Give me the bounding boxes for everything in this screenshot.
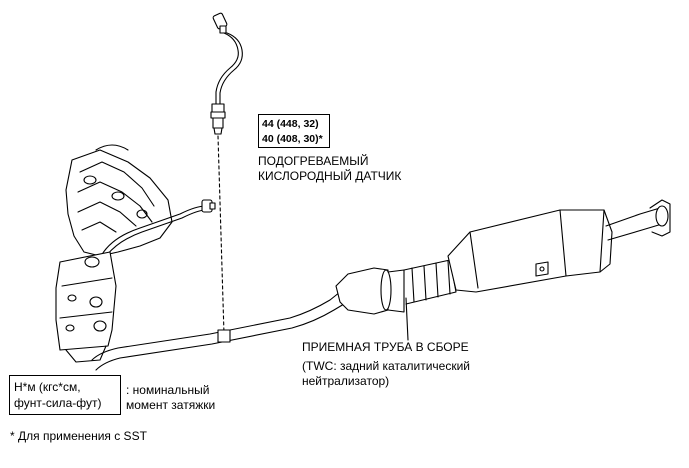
pipe-label: ПРИЕМНАЯ ТРУБА В СБОРЕ (TWC: задний ката… (302, 340, 470, 389)
pipe-label-line-1: ПРИЕМНАЯ ТРУБА В СБОРЕ (302, 340, 469, 354)
legend-unit-line-1: Н*м (кгс*см, (14, 380, 81, 394)
torque-value-1: 44 (448, 32) (262, 118, 319, 130)
torque-unit-legend: Н*м (кгс*см, фунт-сила-фут) (9, 375, 121, 415)
legend-desc-line-1: : номинальный (126, 383, 210, 397)
pipe-leader-line (405, 297, 409, 341)
legend-desc-line-2: момент затяжки (126, 398, 216, 412)
alignment-dashed-line (217, 135, 225, 335)
sensor-label: ПОДОГРЕВАЕМЫЙ КИСЛОРОДНЫЙ ДАТЧИК (258, 154, 401, 184)
rear-catalytic-converter (335, 259, 457, 315)
pipe-label-line-2: (TWC: задний каталитический (302, 359, 470, 373)
exhaust-manifold (65, 144, 173, 257)
pipe-label-line-3: нейтрализатор) (302, 374, 390, 388)
sensor-label-line-2: КИСЛОРОДНЫЙ ДАТЧИК (258, 169, 402, 183)
oxygen-sensor (210, 12, 243, 135)
torque-spec-box: 44 (448, 32) 40 (408, 30)* (258, 114, 330, 148)
front-catalytic-converter (55, 251, 117, 363)
sst-footnote: * Для применения с SST (10, 429, 147, 443)
upstream-sensor-wire (99, 199, 216, 263)
muffler (447, 209, 613, 293)
legend-description: : номинальный момент затяжки (126, 383, 215, 413)
legend-unit-line-2: фунт-сила-фут) (14, 396, 102, 410)
sensor-label-line-1: ПОДОГРЕВАЕМЫЙ (258, 154, 369, 168)
torque-value-2: 40 (408, 30)* (262, 133, 323, 145)
front-pipe (91, 291, 345, 371)
tail-pipe (605, 199, 671, 241)
